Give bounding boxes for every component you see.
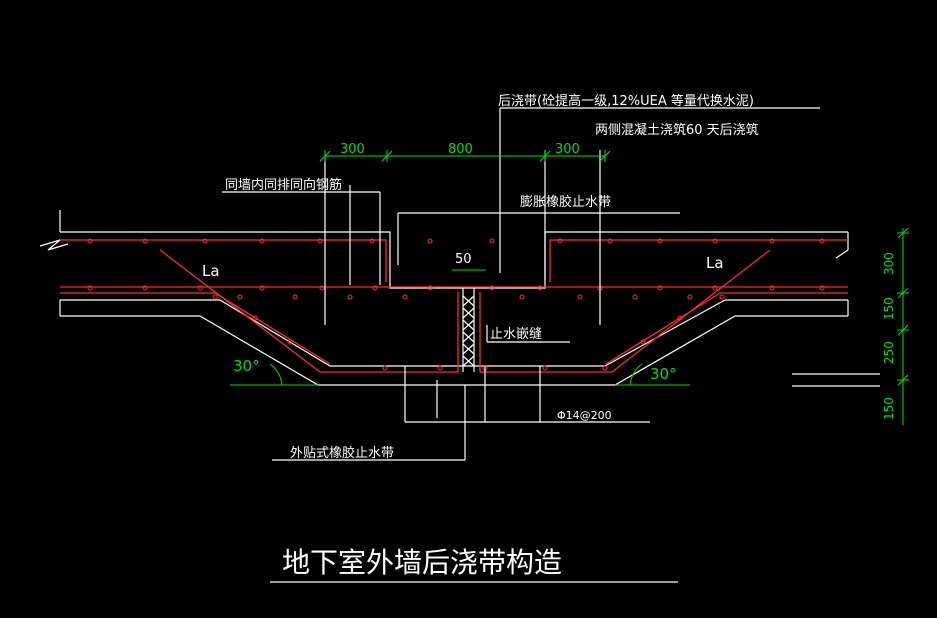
external-strip-note: 外贴式橡胶止水带 — [290, 445, 394, 461]
band-note-line1: 后浇带(砼提高一级,12%UEA 等量代换水泥) — [498, 93, 754, 109]
expansion-strip-hatch — [462, 295, 475, 367]
dim-top-left: 300 — [340, 142, 365, 157]
dim-right-2: 150 — [882, 297, 896, 320]
drawing-title: 地下室外墙后浇带构造 — [282, 546, 562, 579]
leader-lines — [222, 107, 820, 583]
bar-spec-note: Φ14@200 — [557, 409, 612, 422]
dim-right-3: 250 — [882, 341, 896, 364]
dim-top-middle: 800 — [448, 142, 473, 157]
water-seam-note: 止水嵌缝 — [490, 327, 542, 342]
same-bars-note: 同墙内同排同向钢筋 — [225, 177, 342, 193]
expansion-strip-note: 膨胀橡胶止水带 — [520, 194, 611, 210]
annotations: 后浇带(砼提高一级,12%UEA 等量代换水泥) 两侧混凝土浇筑60 天后浇筑 … — [202, 93, 896, 579]
gap-width-label: 50 — [455, 252, 472, 267]
rebar-dots — [87, 238, 825, 371]
la-left-label: La — [202, 262, 220, 280]
dim-right-4: 150 — [882, 397, 896, 420]
dim-right-1: 300 — [882, 252, 896, 275]
angle-right-label: 30° — [650, 365, 677, 383]
rebar — [60, 239, 848, 373]
dimension-lines — [230, 150, 909, 425]
slab-outline — [39, 210, 880, 387]
la-right-label: La — [706, 254, 724, 272]
angle-left-label: 30° — [233, 357, 260, 375]
band-note-line2: 两侧混凝土浇筑60 天后浇筑 — [595, 122, 759, 138]
dim-top-right: 300 — [555, 142, 580, 157]
